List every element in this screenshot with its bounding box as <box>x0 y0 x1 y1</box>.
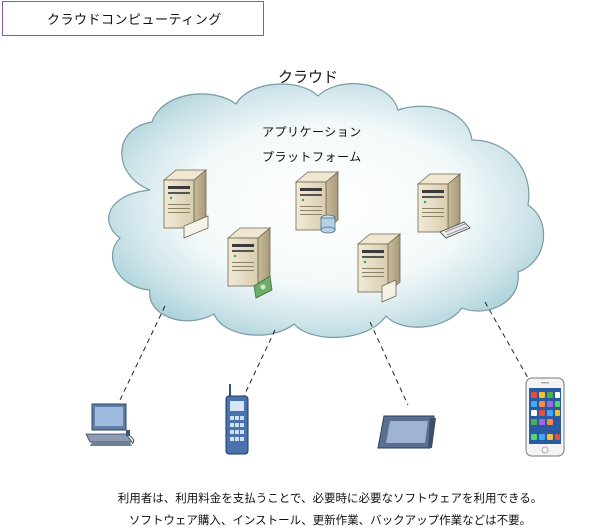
connection-line-tablet <box>369 321 409 406</box>
server-document-icon <box>163 169 209 239</box>
cloud-label: クラウド <box>277 68 338 86</box>
caption-line-1: 利用者は、利用料金を支払うことで、必要時に必要なソフトウェアを利用できる。 <box>117 491 543 505</box>
caption-line-2: ソフトウェア購入、インストール、更新作業、バックアップ作業などは不要。 <box>128 513 532 527</box>
server-database-icon <box>295 171 339 234</box>
server-keyboard-icon <box>417 173 471 239</box>
desktop-computer-icon <box>85 403 135 446</box>
tablet-pda-icon <box>377 415 436 449</box>
diagram-title: クラウドコンピューティング <box>47 13 222 28</box>
mobile-phone-icon <box>225 384 249 455</box>
smartphone-icon <box>525 377 565 457</box>
layer-label-platform: プラットフォーム <box>262 150 362 164</box>
connection-line-phone <box>241 329 276 401</box>
server-money-icon <box>227 227 273 299</box>
connection-line-smartphone <box>484 301 529 379</box>
title-box: クラウドコンピューティング <box>2 1 264 36</box>
layer-label-application: アプリケーション <box>262 125 362 139</box>
connection-lines <box>119 301 529 406</box>
server-file-icon <box>357 233 401 303</box>
connection-line-desktop <box>119 305 166 401</box>
